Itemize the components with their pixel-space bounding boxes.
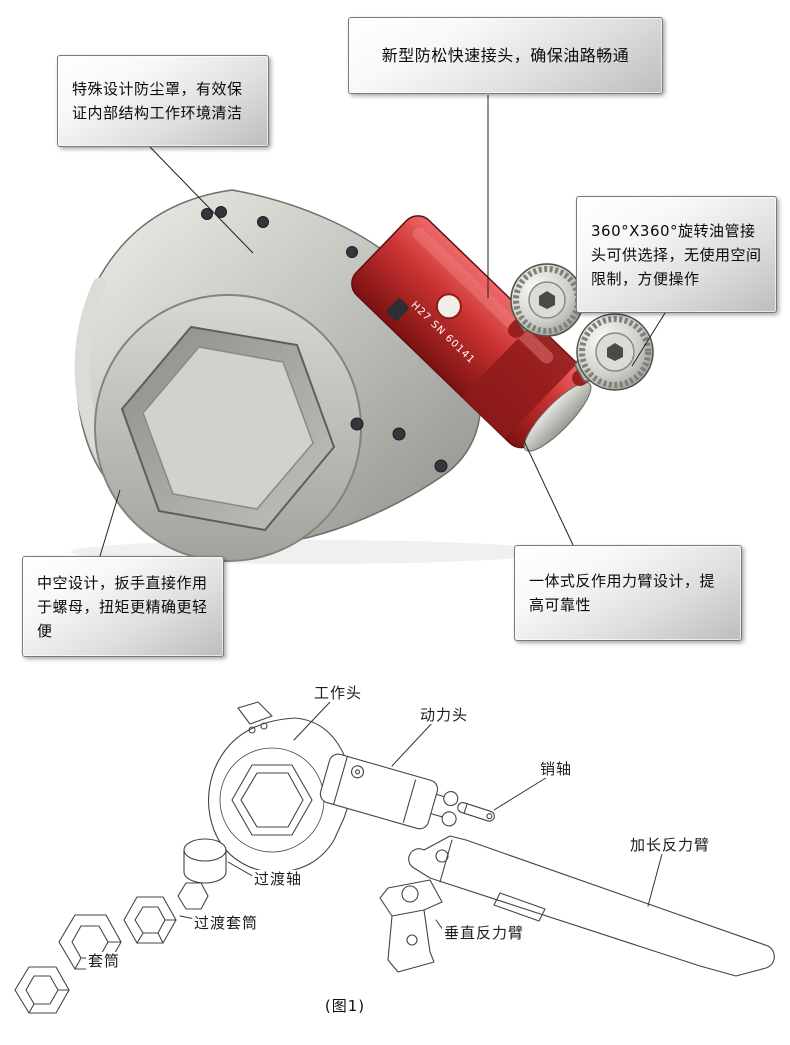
callout-dust-cover-text: 特殊设计防尘罩，有效保证内部结构工作环境清洁: [72, 80, 243, 122]
callout-rotating-fitting: 360°X360°旋转油管接头可供选择，无使用空间限制，方便操作: [576, 196, 777, 313]
part-label-leader-lines: [179, 701, 663, 935]
callout-reaction-arm: 一体式反作用力臂设计，提高可靠性: [514, 545, 742, 641]
callout-hollow-design: 中空设计，扳手直接作用于螺母，扭矩更精确更轻便: [22, 556, 224, 657]
wrench-photo: H27 SN 60141: [70, 189, 654, 564]
latch-button: [386, 298, 409, 321]
callout-leader-lines: [99, 95, 666, 557]
power-head-part: [319, 753, 459, 830]
label-vertical-reaction-arm: 垂直反力臂: [442, 924, 527, 942]
callout-quick-coupling: 新型防松快速接头，确保油路畅通: [348, 17, 663, 94]
label-transition-shaft: 过渡轴: [252, 870, 305, 888]
figure-caption: (图1): [324, 997, 366, 1015]
label-transition-sleeve: 过渡套筒: [192, 914, 261, 932]
callout-quick-coupling-text: 新型防松快速接头，确保油路畅通: [381, 45, 630, 65]
exploded-line-drawing: [14, 701, 775, 1014]
callout-reaction-arm-text: 一体式反作用力臂设计，提高可靠性: [529, 572, 716, 614]
callout-hollow-design-text: 中空设计，扳手直接作用于螺母，扭矩更精确更轻便: [37, 573, 208, 640]
hex-drive-hole: [94, 294, 362, 562]
callout-dust-cover: 特殊设计防尘罩，有效保证内部结构工作环境清洁: [57, 55, 269, 147]
label-socket: 套筒: [86, 952, 123, 970]
vertical-reaction-arm-part: [379, 879, 443, 973]
callout-rotating-fitting-text: 360°X360°旋转油管接头可供选择，无使用空间限制，方便操作: [591, 221, 762, 288]
hydraulic-couplers: [508, 263, 654, 391]
label-power-head: 动力头: [418, 706, 471, 724]
head-screws: [201, 206, 448, 473]
label-pin-shaft: 销轴: [538, 760, 575, 778]
pin-shaft-part: [457, 801, 495, 822]
quick-coupler-lower: [576, 313, 654, 391]
transition-shaft-part: [177, 838, 227, 910]
transition-sleeve-part: [123, 896, 177, 944]
label-extended-reaction-arm: 加长反力臂: [628, 836, 713, 854]
quick-coupler-upper: [510, 263, 584, 337]
extended-reaction-arm-part: [408, 835, 775, 977]
brand-logo-icon: [435, 293, 462, 320]
socket-part-small: [14, 966, 70, 1014]
label-working-head: 工作头: [312, 684, 365, 702]
